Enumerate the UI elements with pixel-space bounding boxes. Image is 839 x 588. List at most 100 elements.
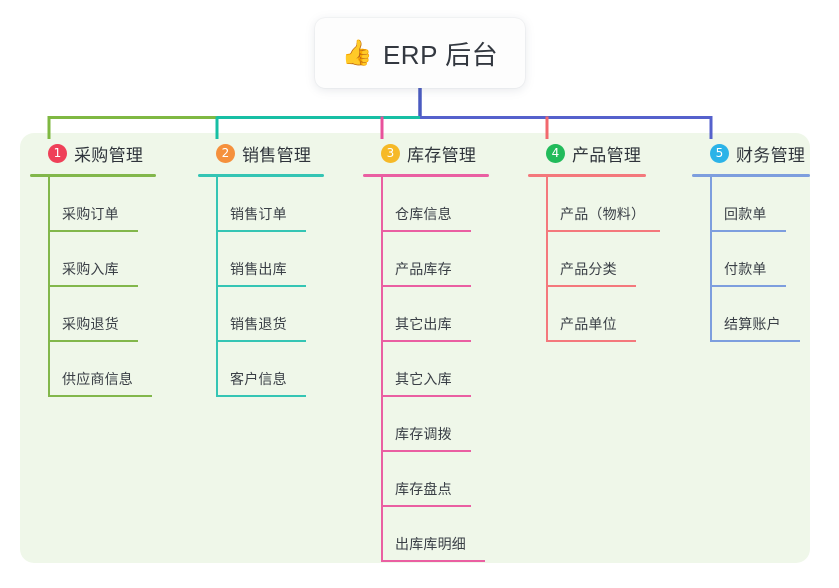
leaf-label: 采购退货 (62, 316, 119, 332)
leaf-node[interactable]: 付款单 (692, 232, 839, 287)
leaf-label: 销售退货 (230, 316, 287, 332)
branch-spine (381, 177, 383, 562)
leaf-underline (48, 395, 152, 397)
branch-leaf-list: 采购订单采购入库采购退货供应商信息 (30, 177, 180, 397)
leaf-label: 产品（物料） (560, 206, 646, 222)
branch-column-5: 5 财务管理回款单付款单结算账户 (692, 140, 839, 342)
leaf-underline (710, 285, 786, 287)
leaf-node[interactable]: 库存盘点 (363, 452, 513, 507)
leaf-label: 客户信息 (230, 371, 287, 387)
leaf-label: 回款单 (724, 206, 767, 222)
leaf-label: 供应商信息 (62, 371, 133, 387)
leaf-node[interactable]: 销售退货 (198, 287, 348, 342)
leaf-label: 仓库信息 (395, 206, 452, 222)
leaf-underline (216, 395, 306, 397)
leaf-underline (546, 230, 660, 232)
branch-spine (216, 177, 218, 397)
branch-column-2: 2 销售管理销售订单销售出库销售退货客户信息 (198, 140, 348, 397)
leaf-label: 其它出库 (395, 316, 452, 332)
branch-number-badge: 3 (381, 143, 400, 163)
leaf-underline (710, 340, 800, 342)
leaf-label: 库存调拨 (395, 426, 452, 442)
branches-panel (20, 133, 810, 563)
leaf-node[interactable]: 库存调拨 (363, 397, 513, 452)
branch-spine (546, 177, 548, 342)
branch-spine (48, 177, 50, 397)
leaf-underline (546, 340, 636, 342)
root-node[interactable]: 👍 ERP 后台 (315, 18, 525, 88)
leaf-node[interactable]: 产品单位 (528, 287, 678, 342)
leaf-underline (48, 340, 138, 342)
branch-header-3[interactable]: 3 库存管理 (363, 140, 513, 166)
leaf-label: 销售订单 (230, 206, 287, 222)
branch-leaf-list: 产品（物料） 产品分类产品单位 (528, 177, 678, 342)
leaf-node[interactable]: 销售出库 (198, 232, 348, 287)
branch-spine (710, 177, 712, 342)
branch-title: 库存管理 (407, 145, 477, 165)
leaf-node[interactable]: 采购入库 (30, 232, 180, 287)
leaf-underline (546, 285, 636, 287)
branch-header-4[interactable]: 4 产品管理 (528, 140, 678, 166)
leaf-underline (216, 285, 306, 287)
branch-title: 采购管理 (74, 145, 144, 165)
branch-underline (692, 174, 810, 177)
leaf-label: 销售出库 (230, 261, 287, 277)
branch-title: 销售管理 (242, 145, 312, 165)
thumbs-up-icon: 👍 (341, 38, 373, 67)
leaf-underline (381, 505, 471, 507)
leaf-node[interactable]: 客户信息 (198, 342, 348, 397)
branch-underline (528, 174, 646, 177)
leaf-node[interactable]: 其它入库 (363, 342, 513, 397)
branch-header-1[interactable]: 1 采购管理 (30, 140, 180, 166)
leaf-label: 采购订单 (62, 206, 119, 222)
leaf-label: 结算账户 (724, 316, 781, 332)
leaf-underline (48, 285, 138, 287)
branch-column-3: 3 库存管理仓库信息产品库存其它出库其它入库库存调拨库存盘点出库库明细 (363, 140, 513, 562)
leaf-underline (381, 450, 471, 452)
branch-number-badge: 1 (48, 143, 67, 163)
leaf-node[interactable]: 销售订单 (198, 177, 348, 232)
branch-underline (30, 174, 156, 177)
branch-number-badge: 4 (546, 143, 565, 163)
leaf-label: 其它入库 (395, 371, 452, 387)
leaf-label: 采购入库 (62, 261, 119, 277)
branch-title: 财务管理 (736, 145, 806, 165)
branch-underline (363, 174, 489, 177)
leaf-node[interactable]: 供应商信息 (30, 342, 180, 397)
leaf-node[interactable]: 产品分类 (528, 232, 678, 287)
leaf-underline (381, 560, 485, 562)
leaf-underline (216, 230, 306, 232)
leaf-underline (381, 340, 471, 342)
leaf-node[interactable]: 产品（物料） (528, 177, 678, 232)
leaf-label: 付款单 (724, 261, 767, 277)
branch-column-4: 4 产品管理产品（物料） 产品分类产品单位 (528, 140, 678, 342)
branch-leaf-list: 仓库信息产品库存其它出库其它入库库存调拨库存盘点出库库明细 (363, 177, 513, 562)
leaf-underline (381, 230, 471, 232)
branch-underline (198, 174, 324, 177)
branch-number-badge: 5 (710, 143, 729, 163)
leaf-node[interactable]: 采购退货 (30, 287, 180, 342)
branch-title: 产品管理 (572, 145, 642, 165)
branch-column-1: 1 采购管理采购订单采购入库采购退货供应商信息 (30, 140, 180, 397)
leaf-label: 出库库明细 (395, 536, 466, 552)
leaf-node[interactable]: 产品库存 (363, 232, 513, 287)
leaf-node[interactable]: 回款单 (692, 177, 839, 232)
leaf-underline (381, 395, 471, 397)
leaf-node[interactable]: 仓库信息 (363, 177, 513, 232)
branch-leaf-list: 销售订单销售出库销售退货客户信息 (198, 177, 348, 397)
leaf-underline (381, 285, 471, 287)
branch-header-2[interactable]: 2 销售管理 (198, 140, 348, 166)
leaf-node[interactable]: 其它出库 (363, 287, 513, 342)
root-title: ERP 后台 (382, 39, 499, 70)
leaf-label: 产品分类 (560, 261, 617, 277)
leaf-node[interactable]: 结算账户 (692, 287, 839, 342)
leaf-node[interactable]: 采购订单 (30, 177, 180, 232)
leaf-label: 产品库存 (395, 261, 452, 277)
branch-number-badge: 2 (216, 143, 235, 163)
leaf-label: 产品单位 (560, 316, 617, 332)
branch-header-5[interactable]: 5 财务管理 (692, 140, 839, 166)
leaf-label: 库存盘点 (395, 481, 452, 497)
leaf-node[interactable]: 出库库明细 (363, 507, 513, 562)
leaf-underline (710, 230, 786, 232)
